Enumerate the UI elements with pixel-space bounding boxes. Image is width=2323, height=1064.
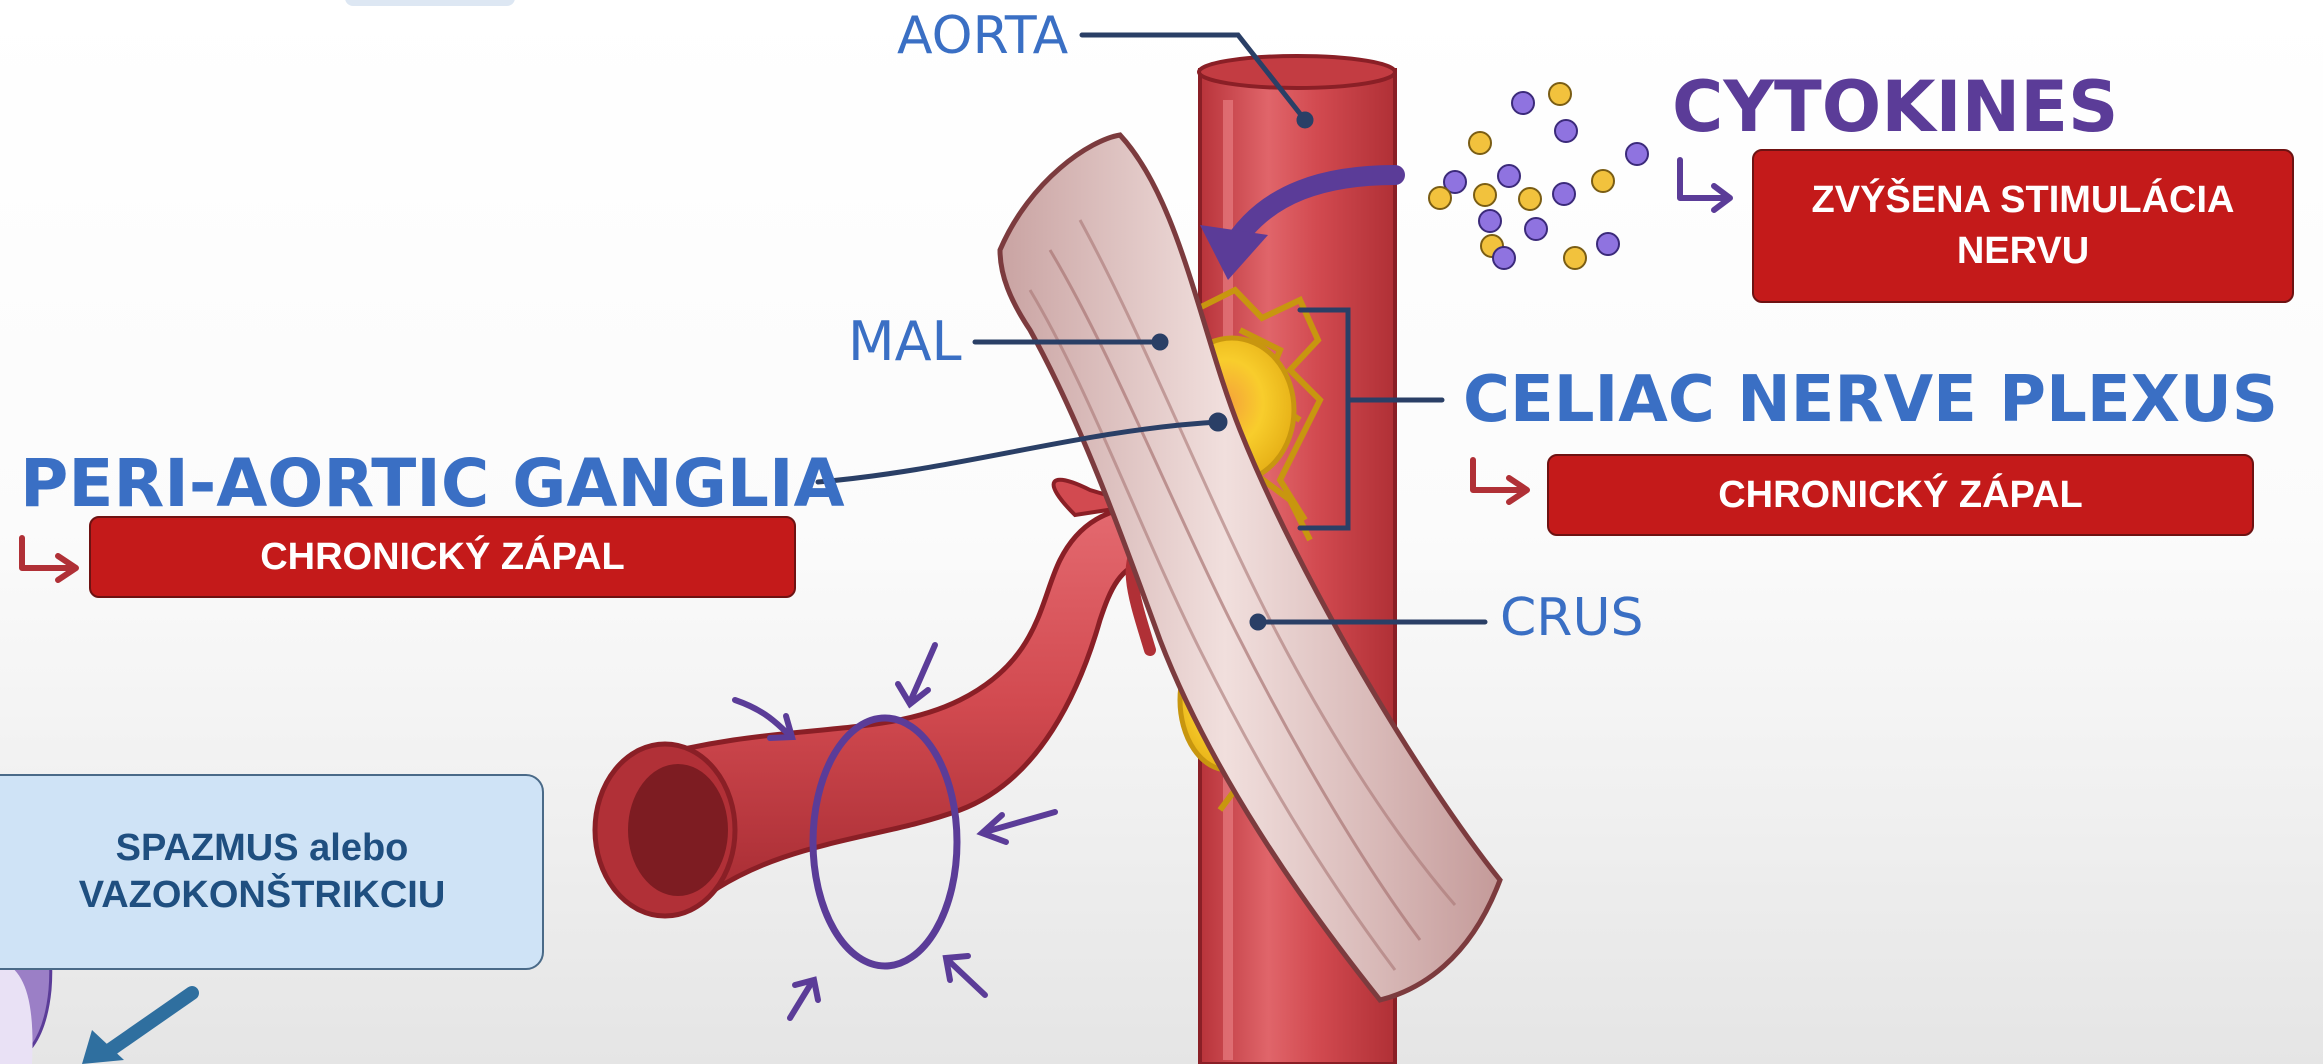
cytokines-label: CYTOKINES xyxy=(1672,72,2118,142)
crus-label: CRUS xyxy=(1500,592,1644,644)
cytokine-dots-icon xyxy=(1429,83,1648,269)
celiac-nerve-plexus-label: CELIAC NERVE PLEXUS xyxy=(1463,368,2278,432)
peri-inflammation-text: CHRONICKÝ ZÁPAL xyxy=(260,536,625,579)
pointer-arrow-icon xyxy=(82,993,192,1064)
celiac-inflammation-box: CHRONICKÝ ZÁPAL xyxy=(1547,454,2254,536)
peri-aortic-ganglia-label: PERI-AORTIC GANGLIA xyxy=(20,451,845,517)
stimulation-box: ZVÝŠENA STIMULÁCIA NERVU xyxy=(1752,149,2294,303)
aorta-label: AORTA xyxy=(897,10,1068,62)
mal-label: MAL xyxy=(848,315,962,369)
celiac-inflammation-text: CHRONICKÝ ZÁPAL xyxy=(1718,474,2083,517)
spasm-box: SPAZMUS alebo VAZOKONŠTRIKCIU xyxy=(0,774,544,970)
stimulation-line-1: ZVÝŠENA STIMULÁCIA xyxy=(1812,175,2235,226)
spasm-line-1: SPAZMUS alebo xyxy=(116,825,409,873)
stimulation-line-2: NERVU xyxy=(1957,226,2089,277)
spasm-line-2: VAZOKONŠTRIKCIU xyxy=(79,872,446,920)
peri-inflammation-box: CHRONICKÝ ZÁPAL xyxy=(89,516,796,598)
